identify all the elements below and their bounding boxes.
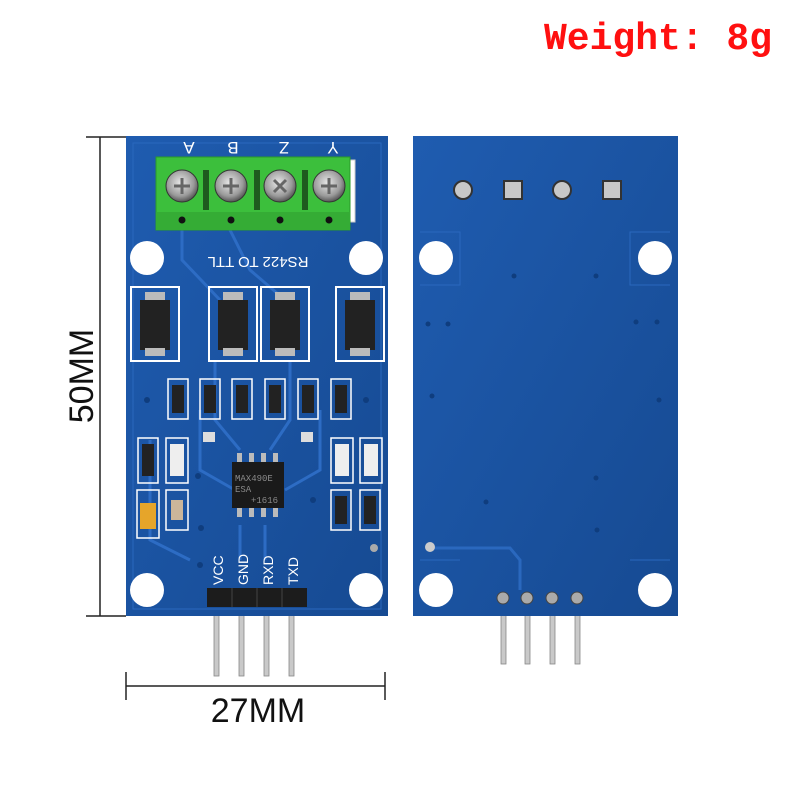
width-dimension: 27MM bbox=[125, 672, 386, 730]
smd-diode bbox=[260, 286, 310, 362]
chip-label-line2: ESA bbox=[235, 485, 252, 495]
header-label-vcc: VCC bbox=[210, 555, 226, 585]
screw bbox=[214, 169, 248, 203]
mounting-hole bbox=[130, 573, 164, 607]
terminal-solder-pads bbox=[453, 180, 622, 200]
mounting-hole bbox=[419, 241, 453, 275]
screw-terminal-block bbox=[155, 156, 356, 231]
mounting-hole bbox=[349, 241, 383, 275]
mounting-hole bbox=[638, 241, 672, 275]
terminal-labels: A B Z Y bbox=[183, 138, 339, 157]
weight-label: Weight: 8g bbox=[544, 18, 773, 61]
mounting-hole bbox=[130, 241, 164, 275]
header-pins-back bbox=[500, 597, 581, 665]
leds bbox=[165, 437, 383, 484]
header-label-rxd: RXD bbox=[260, 555, 276, 585]
height-label: 50MM bbox=[63, 329, 101, 423]
height-dimension: 50MM bbox=[63, 136, 126, 617]
header-labels: VCC GND RXD TXD bbox=[210, 554, 301, 585]
terminal-label-y: Y bbox=[327, 138, 338, 157]
screw bbox=[312, 169, 346, 203]
screw bbox=[263, 169, 297, 203]
header-label-txd: TXD bbox=[285, 557, 301, 585]
terminal-label-a: A bbox=[183, 138, 195, 157]
header-solder-joints-back bbox=[496, 591, 584, 605]
pcb-back bbox=[413, 136, 678, 665]
board-title: RS422 TO TTL bbox=[208, 253, 309, 270]
smd-diode bbox=[208, 286, 258, 362]
terminal-label-z: Z bbox=[279, 138, 289, 157]
chip-label-line3: +1616 bbox=[251, 496, 278, 506]
screw bbox=[165, 169, 199, 203]
chip-label-line1: MAX490E bbox=[235, 474, 273, 484]
mounting-hole bbox=[638, 573, 672, 607]
smd-diode bbox=[335, 286, 385, 362]
pcb-front: A B Z Y RS422 TO TTL bbox=[126, 136, 388, 677]
mounting-hole bbox=[349, 573, 383, 607]
smd-diode bbox=[130, 286, 180, 362]
header-label-gnd: GND bbox=[235, 554, 251, 585]
traces bbox=[148, 229, 322, 562]
capacitors bbox=[136, 432, 313, 539]
mounting-hole bbox=[419, 573, 453, 607]
smd-diodes bbox=[130, 286, 385, 362]
width-label: 27MM bbox=[211, 692, 305, 730]
vias-back bbox=[425, 273, 662, 552]
terminal-label-b: B bbox=[227, 138, 238, 157]
vias bbox=[144, 397, 378, 568]
smd-resistors bbox=[137, 378, 381, 531]
max490e-chip: MAX490E ESA +1616 bbox=[232, 453, 284, 517]
